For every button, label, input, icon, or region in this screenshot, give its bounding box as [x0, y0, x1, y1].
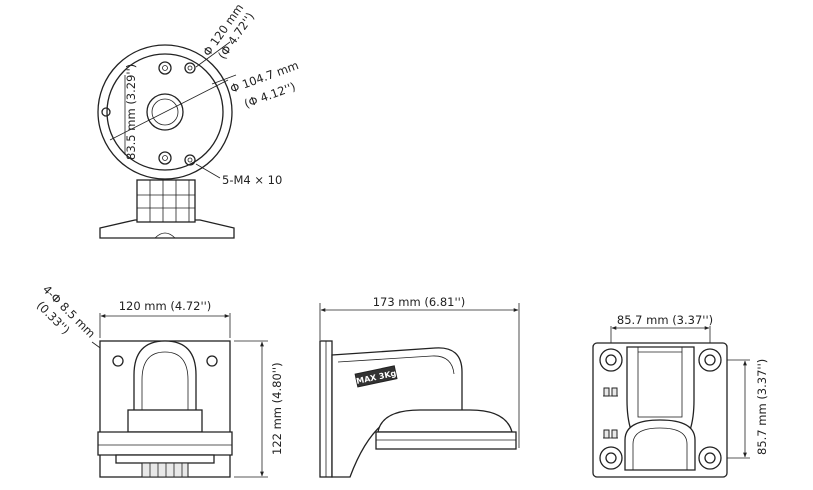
side-view: 173 mm (6.81'') MAX 3Kg	[319, 295, 520, 478]
front-arm	[133, 340, 197, 413]
top-view-screw-holes	[101, 61, 196, 166]
back-height-label: 85.7 mm (3.37'')	[755, 359, 769, 455]
front-right-hole	[206, 355, 218, 367]
front-left-hole	[112, 355, 124, 367]
front-view: 120 mm (4.72'') 122 mm (4.80'') 4-Φ 8.5 …	[34, 282, 284, 478]
hole-spacing-label: 83.5 mm (3.29'')	[124, 64, 138, 160]
screw-label: 5-M4 × 10	[222, 173, 282, 187]
side-depth-label: 173 mm (6.81'')	[373, 295, 466, 309]
back-corner-holes	[599, 348, 722, 470]
top-view-base-plate	[99, 219, 235, 239]
back-width-label: 85.7 mm (3.37'')	[617, 313, 713, 327]
back-view: 85.7 mm (3.37'') 85.7 mm (3.37'')	[592, 313, 769, 478]
top-view-inner-ring	[106, 53, 224, 171]
front-height-label: 122 mm (4.80'')	[270, 362, 284, 455]
front-width-label: 120 mm (4.72'')	[119, 299, 212, 313]
back-channel	[626, 346, 695, 431]
top-view: Φ 120 mm (Φ 4.72'') Φ 104.7 mm (Φ 4.12''…	[97, 1, 300, 239]
top-view-arm	[136, 179, 196, 223]
back-clips	[603, 387, 618, 439]
